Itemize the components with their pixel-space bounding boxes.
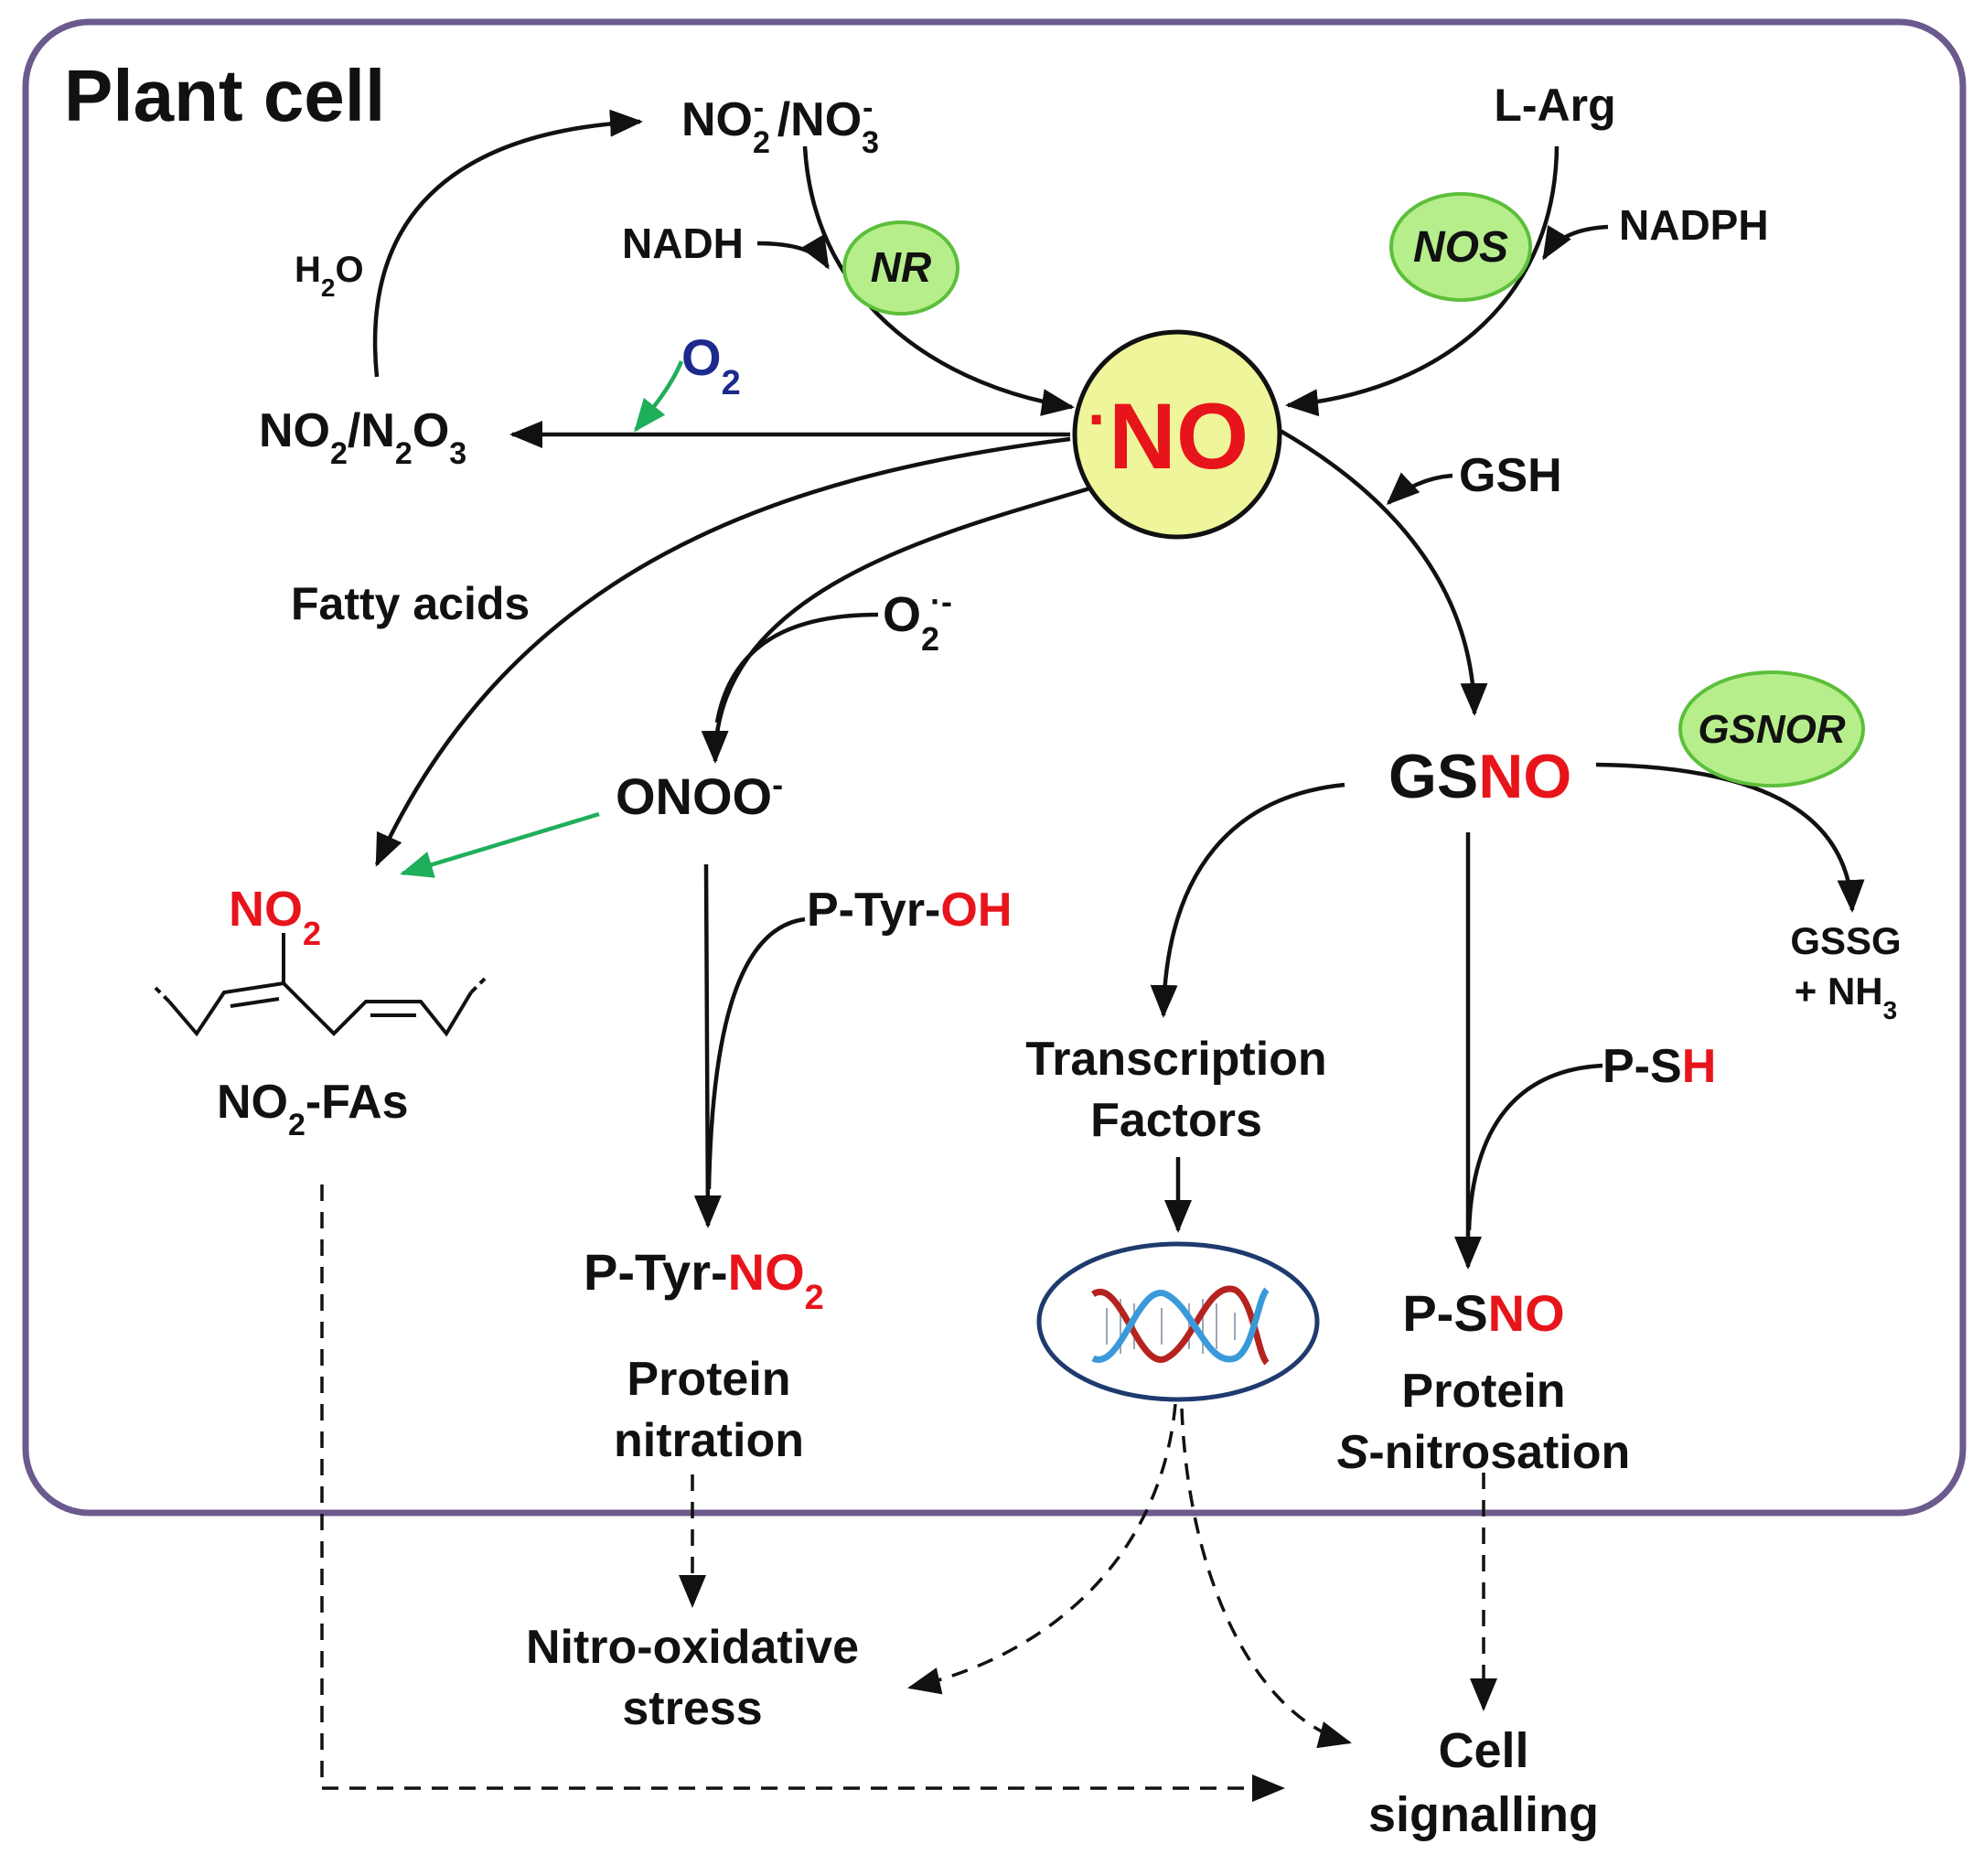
no-radical-dot: · — [1088, 383, 1109, 455]
nr-enzyme: NR — [842, 220, 959, 316]
svg-text:Protein: Protein — [1401, 1365, 1565, 1418]
nadh-label: NADH — [622, 220, 744, 267]
gssg-label: GSSG + NH3 — [1790, 919, 1901, 1024]
nitro-fatty-acids-label: NO2-FAs — [217, 1076, 409, 1142]
arrow-psh-to-psno — [1466, 1063, 1603, 1231]
svg-text:NOS: NOS — [1413, 223, 1508, 272]
arrow-onoo-to-nitro-fa-green — [400, 811, 600, 878]
arrow-superoxide-to-onoo — [714, 612, 879, 724]
arrow-no-to-nitro-fa — [374, 436, 1071, 867]
l-arg-label: L-Arg — [1494, 80, 1615, 131]
arrow-gsno-to-tf — [1150, 782, 1345, 1018]
h2o-label: H2O — [295, 250, 364, 302]
dashed-nitrofa-to-signalling — [320, 1185, 1285, 1802]
arrow-nitrite-to-no — [802, 145, 1075, 416]
arrow-no-to-gsno — [1277, 428, 1488, 716]
arrow-no-to-onoo — [701, 484, 1097, 764]
gsnor-enzyme: GSNOR — [1678, 670, 1865, 788]
fatty-acid-structure-icon — [154, 933, 487, 1037]
no-radical-text: NO — [1109, 384, 1249, 488]
no-radical-node: ·NO — [1072, 329, 1282, 540]
nitro-group-label: NO2 — [229, 882, 321, 952]
transcription-factors-label: Transcription Factors — [1025, 1033, 1326, 1147]
svg-text:Nitro-oxidative: Nitro-oxidative — [526, 1621, 859, 1674]
svg-text:Transcription: Transcription — [1025, 1033, 1326, 1086]
svg-text:NR: NR — [871, 243, 931, 291]
protein-s-nitrosation-label: Protein S-nitrosation — [1337, 1365, 1631, 1479]
nitro-oxidative-stress-label: Nitro-oxidative stress — [526, 1621, 859, 1735]
cell-signalling-label: Cell signalling — [1368, 1723, 1599, 1842]
gsh-label: GSH — [1459, 449, 1562, 502]
arrow-no2-to-nitrite — [372, 109, 643, 378]
arrow-gsno-to-gssg — [1595, 762, 1865, 913]
svg-text:nitration: nitration — [614, 1414, 804, 1467]
o2-label: O2 — [681, 328, 741, 402]
svg-text:Protein: Protein — [627, 1353, 790, 1406]
protein-nitration-label: Protein nitration — [614, 1353, 804, 1467]
nitrite-nitrate-label: NO2- /NO3- — [681, 91, 879, 160]
dashed-dna-to-signalling — [1180, 1408, 1352, 1749]
p-sno-label: P-SNO — [1402, 1284, 1564, 1342]
arrow-larg-to-no — [1285, 145, 1560, 417]
dna-helix-icon — [1036, 1241, 1320, 1402]
svg-text:Cell: Cell — [1438, 1723, 1528, 1778]
cell-title: Plant cell — [64, 55, 385, 136]
svg-text:S-nitrosation: S-nitrosation — [1337, 1426, 1631, 1479]
nos-enzyme: NOS — [1389, 192, 1532, 302]
svg-text:GSSG: GSSG — [1790, 919, 1901, 962]
svg-text:·NO: ·NO — [1088, 383, 1249, 488]
arrow-nadh-to-nr — [756, 233, 830, 270]
arrow-nadph-to-nos — [1542, 224, 1609, 261]
peroxynitrite-label: ONOO- — [616, 766, 783, 826]
dashed-dna-to-stress — [907, 1403, 1177, 1695]
svg-text:Factors: Factors — [1090, 1094, 1262, 1147]
arrow-o2-green — [634, 360, 684, 433]
no2-n2o3-label: NO2/N2O3 — [259, 404, 466, 471]
svg-text:+ NH3: + NH3 — [1795, 970, 1897, 1024]
p-tyr-oh-label: P-Tyr-OH — [807, 884, 1012, 937]
p-tyr-no2-label: P-Tyr-NO2 — [584, 1243, 824, 1317]
plant-cell-border — [22, 18, 1967, 1517]
svg-text:GSNOR: GSNOR — [1698, 707, 1846, 752]
gsno-label: GSNO — [1388, 742, 1571, 811]
svg-text:stress: stress — [622, 1682, 762, 1735]
arrow-ptyroh-to-ptyrno2 — [706, 917, 806, 1190]
p-sh-label: P-SH — [1602, 1040, 1716, 1093]
arrow-gsh-to-gsno — [1386, 472, 1453, 506]
nadph-label: NADPH — [1619, 201, 1769, 249]
svg-text:signalling: signalling — [1368, 1787, 1599, 1842]
superoxide-label: O2·- — [883, 583, 952, 658]
fatty-acids-label: Fatty acids — [291, 578, 530, 629]
